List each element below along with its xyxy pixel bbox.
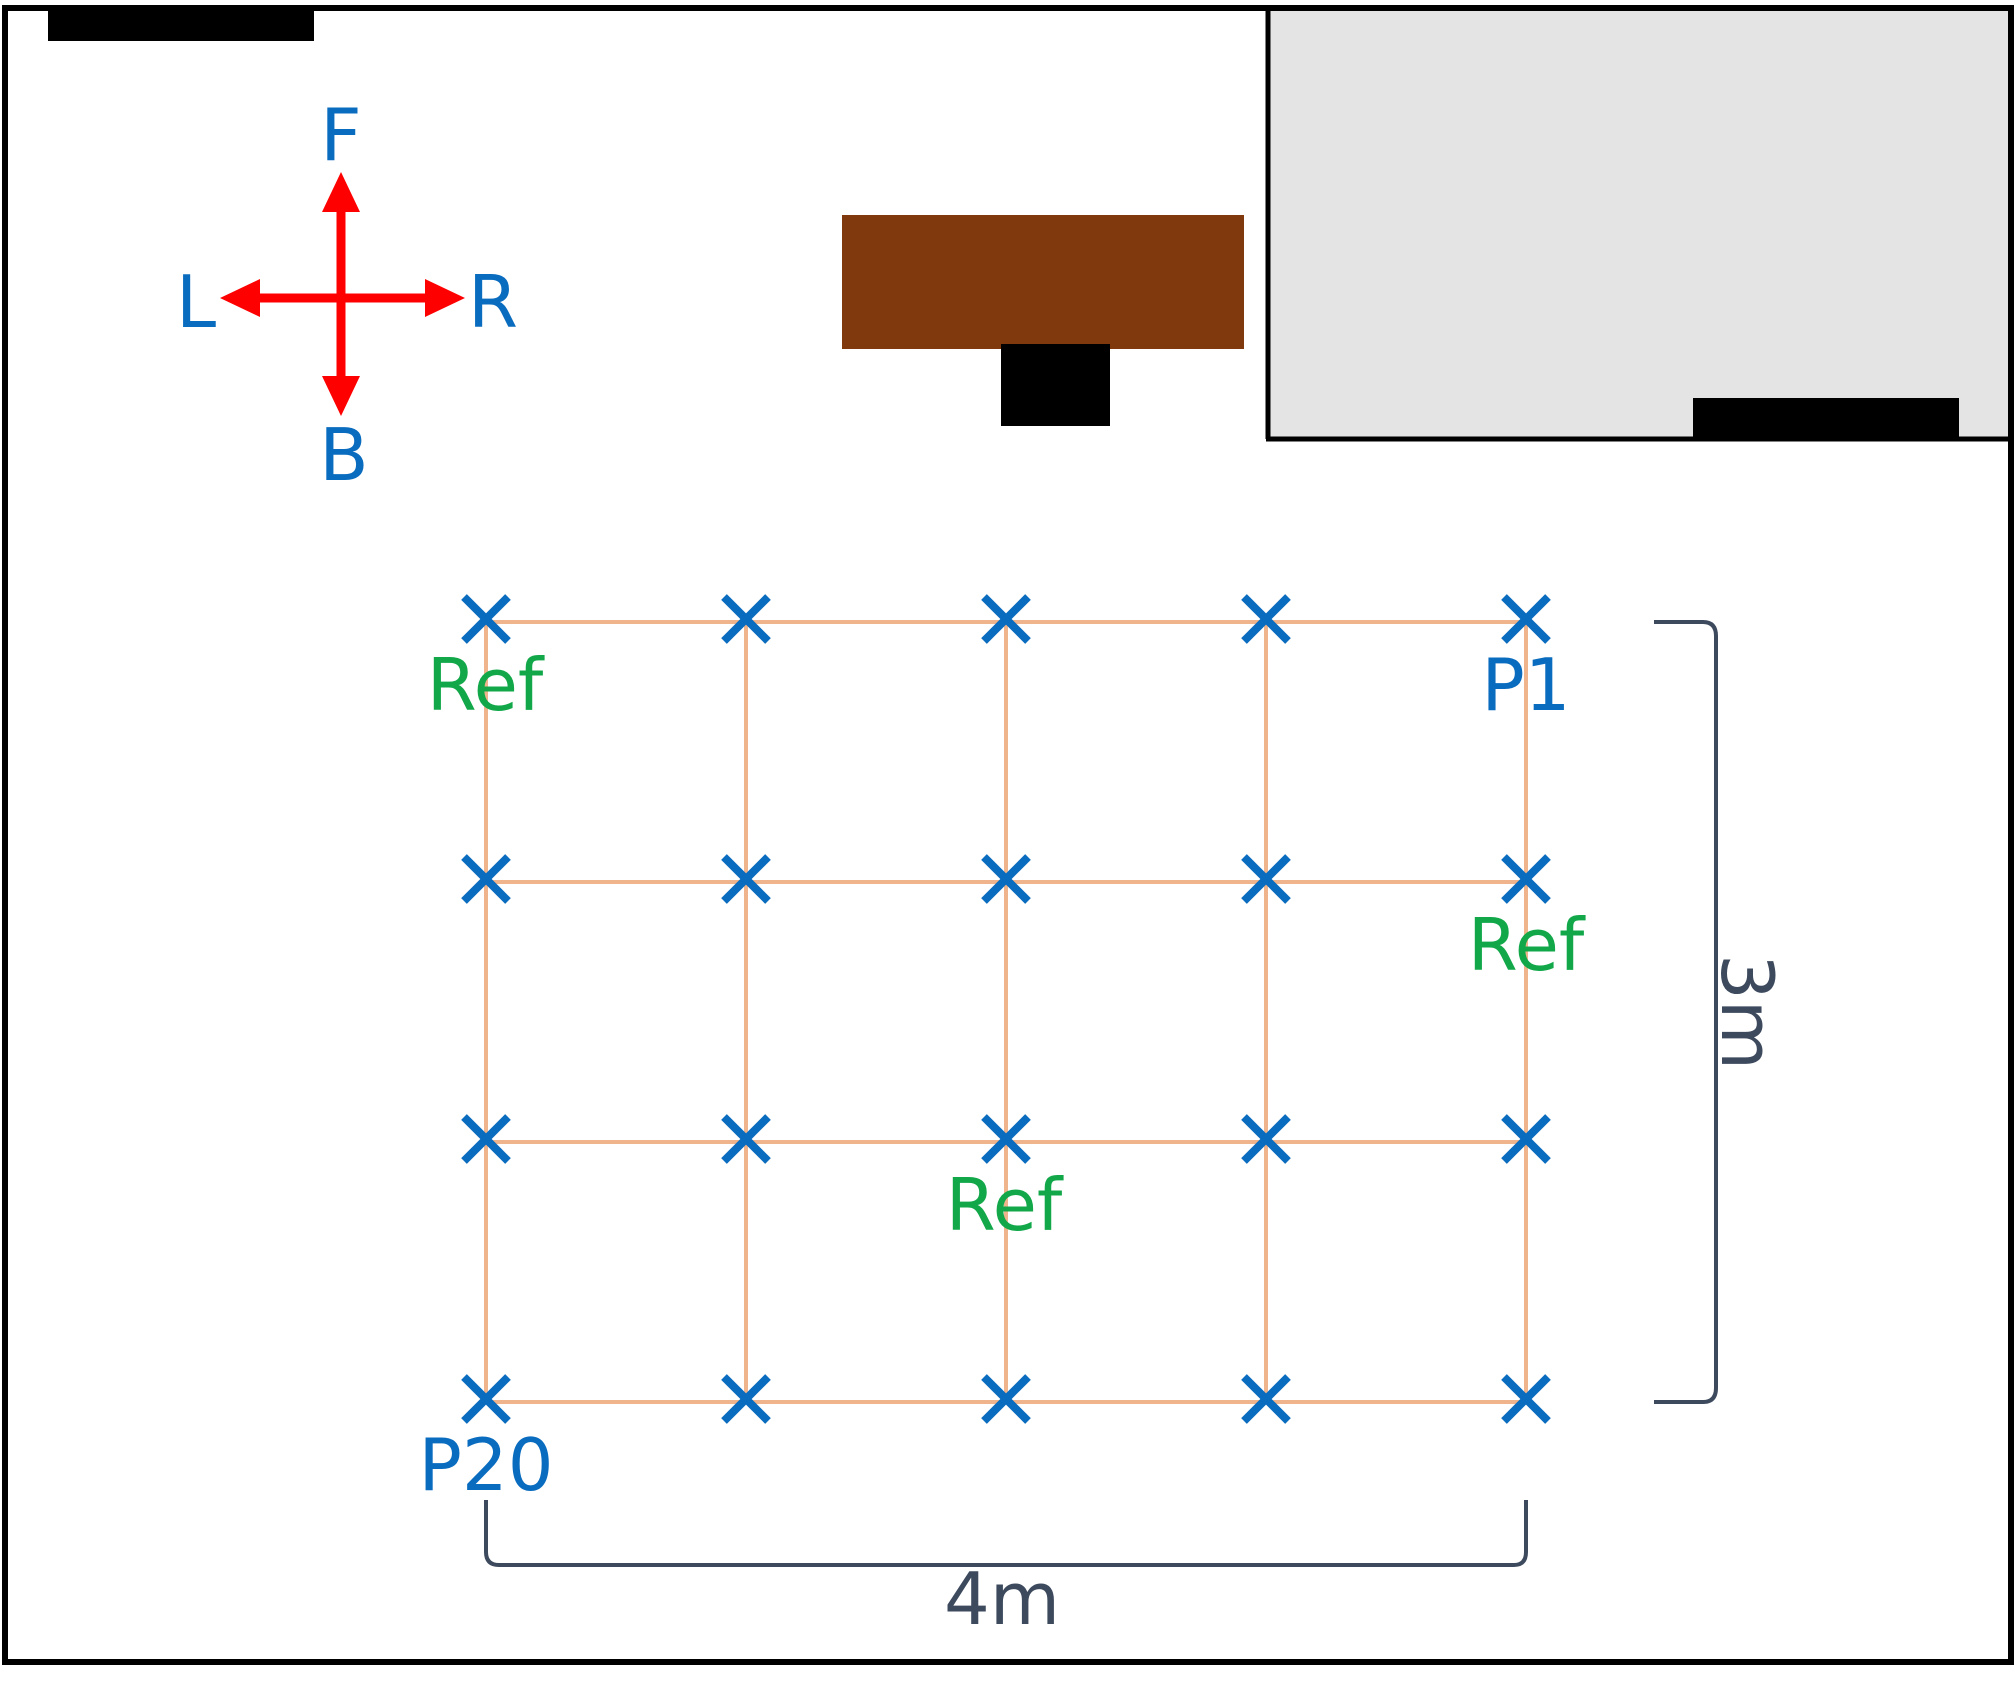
measurement-point-marker	[721, 1374, 771, 1424]
measurement-point-marker	[981, 1374, 1031, 1424]
height-dimension-label: 3m	[1705, 954, 1789, 1070]
measurement-point-marker	[721, 854, 771, 904]
measurement-point-marker	[1501, 1374, 1551, 1424]
measurement-point-marker	[1501, 594, 1551, 644]
table	[842, 215, 1244, 349]
measurement-point-marker	[981, 854, 1031, 904]
measurement-grid-lines	[484, 620, 1528, 1404]
adjoining-room	[1268, 8, 2011, 439]
direction-label-back: B	[319, 413, 368, 497]
room-boundary	[2, 5, 2014, 1665]
ref-label-mid-right: Ref	[1468, 903, 1586, 987]
measurement-point-marker	[981, 1114, 1031, 1164]
ref-label-center: Ref	[946, 1163, 1064, 1247]
measurement-point-marker	[461, 1374, 511, 1424]
point-label-p20: P20	[418, 1423, 553, 1507]
measurement-point-marker	[461, 1114, 511, 1164]
measurement-point-marker	[1241, 1374, 1291, 1424]
measurement-point-marker	[461, 594, 511, 644]
measurement-point-marker	[1241, 854, 1291, 904]
height-dimension-bracket	[1654, 620, 1718, 1404]
direction-label-forward: F	[320, 93, 361, 177]
measurement-point-marker	[1241, 594, 1291, 644]
measurement-point-marker	[461, 854, 511, 904]
adjoining-room-fixture	[1693, 398, 1959, 437]
measurement-points	[461, 594, 1551, 1424]
direction-label-left: L	[176, 260, 216, 344]
measurement-point-marker	[721, 1114, 771, 1164]
measurement-point-marker	[981, 594, 1031, 644]
arrow-forward-icon	[322, 172, 360, 212]
measurement-point-marker	[1241, 1114, 1291, 1164]
point-label-p1: P1	[1481, 643, 1570, 727]
measurement-point-marker	[1501, 854, 1551, 904]
arrow-right-icon	[425, 279, 465, 317]
measurement-point-marker	[721, 594, 771, 644]
arrow-left-icon	[220, 279, 260, 317]
width-dimension-label: 4m	[944, 1557, 1060, 1641]
measurement-point-marker	[1501, 1114, 1551, 1164]
ref-label-top-left: Ref	[427, 643, 545, 727]
direction-label-right: R	[468, 260, 518, 344]
chair	[1001, 344, 1110, 426]
width-dimension-bracket	[484, 1500, 1528, 1567]
top-left-fixture	[48, 8, 314, 41]
direction-compass	[220, 172, 465, 416]
arrow-back-icon	[322, 376, 360, 416]
